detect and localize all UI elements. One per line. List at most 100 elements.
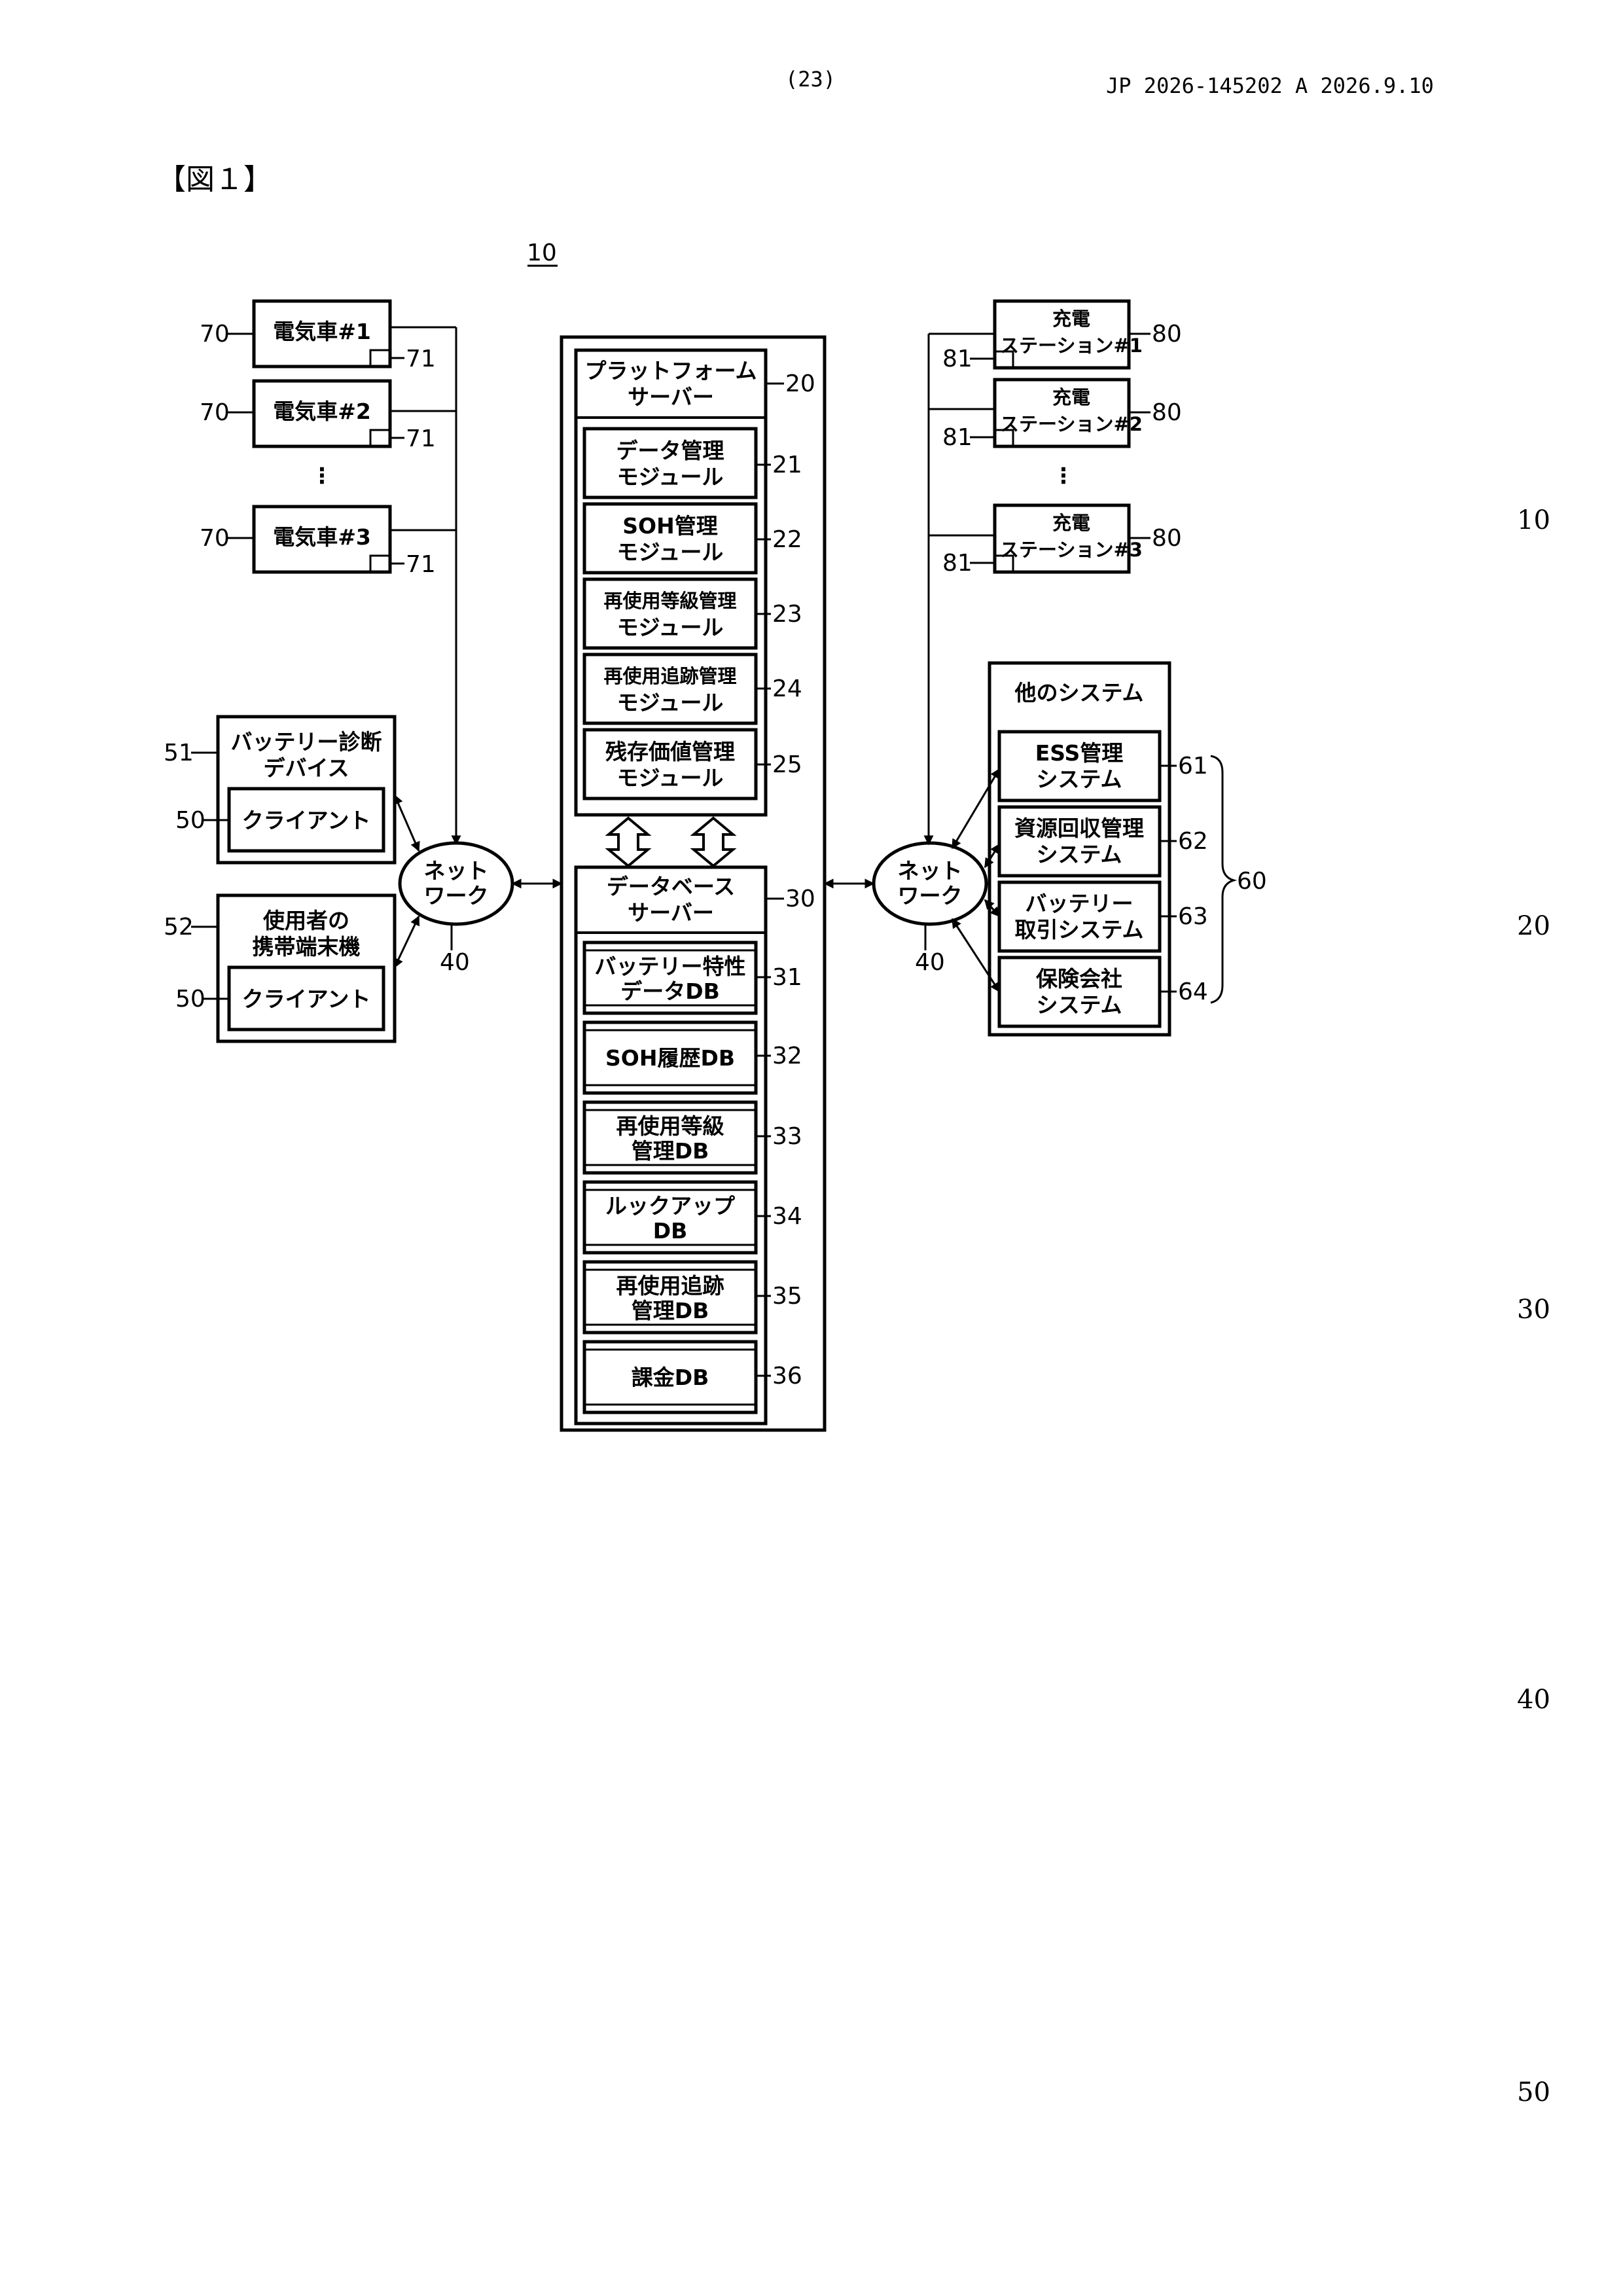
system-label: ESS管理 (1035, 740, 1124, 766)
db-ref: 36 (772, 1363, 802, 1390)
client-ref: 50 (175, 986, 205, 1013)
station-label: ステーション#1 (1000, 334, 1143, 357)
terminal-label: 使用者の (263, 908, 349, 933)
group-brace (1211, 756, 1234, 1003)
db-34: ルックアップ DB 34 (584, 1182, 802, 1253)
ev-ellipsis: ⋮ (312, 463, 333, 488)
system-ref: 10 (527, 240, 557, 266)
network-label: ネット (424, 858, 489, 884)
platform-server-label: サーバー (628, 384, 714, 410)
module-ref: 21 (772, 452, 802, 478)
db-32: SOH履歴DB 32 (584, 1022, 802, 1093)
ev-label: 電気車#1 (273, 319, 371, 344)
system-61: ESS管理 システム 61 (999, 732, 1208, 800)
module-label: 残存価値管理 (605, 739, 735, 764)
ev-sub-ref: 71 (406, 346, 436, 372)
system-ref: 61 (1178, 753, 1208, 780)
db-label: データDB (620, 978, 720, 1004)
station-sub-ref: 81 (942, 346, 972, 372)
db-ref: 33 (772, 1123, 802, 1150)
db-ref: 34 (772, 1203, 802, 1230)
station-label: 充電 (1052, 386, 1090, 408)
ev-ref: 70 (200, 321, 230, 348)
db-label: DB (653, 1218, 688, 1244)
system-label: システム (1036, 766, 1122, 792)
ev-ref: 70 (200, 525, 230, 552)
terminal-ref: 52 (164, 914, 194, 941)
system-ref: 63 (1178, 903, 1208, 930)
system-label: バッテリー (1026, 891, 1133, 916)
module-24: 再使用追跡管理 モジュール 24 (584, 655, 802, 723)
network-ref: 40 (440, 949, 470, 976)
module-label: モジュール (617, 464, 724, 490)
station-label: ステーション#3 (1000, 539, 1143, 561)
db-label: 管理DB (632, 1298, 709, 1323)
network-label: ワーク (424, 883, 489, 908)
station-ellipsis: ⋮ (1053, 463, 1075, 488)
charging-station-1: 充電 ステーション#1 80 81 (942, 301, 1182, 372)
module-label: モジュール (617, 690, 724, 715)
module-label: モジュール (617, 765, 724, 791)
other-systems-title: 他のシステム (1014, 680, 1143, 706)
db-ref: 35 (772, 1283, 802, 1310)
station-label: ステーション#2 (1000, 413, 1143, 435)
db-label: 課金DB (632, 1365, 709, 1390)
ev-1: 電気車#1 70 71 (200, 301, 436, 372)
system-label: 保険会社 (1036, 966, 1122, 992)
network-label: ネット (898, 858, 963, 884)
client-label: クライアント (242, 808, 371, 833)
db-label: 管理DB (632, 1138, 709, 1164)
module-label: モジュール (617, 615, 724, 640)
db-label: バッテリー特性 (595, 954, 746, 979)
system-62: 資源回収管理 システム 62 (999, 807, 1208, 876)
module-label: SOH管理 (622, 513, 717, 539)
module-21: データ管理 モジュール 21 (584, 429, 802, 497)
db-label: 再使用等級 (616, 1113, 724, 1139)
system-64: 保険会社 システム 64 (999, 958, 1208, 1026)
client-ref: 50 (175, 807, 205, 834)
other-systems-group-ref: 60 (1237, 868, 1267, 895)
module-25: 残存価値管理 モジュール 25 (584, 730, 802, 798)
station-label: 充電 (1052, 512, 1090, 534)
module-ref: 25 (772, 751, 802, 778)
module-ref: 23 (772, 601, 802, 628)
module-label: モジュール (617, 539, 724, 565)
network-left: ネット ワーク 40 (400, 843, 512, 976)
system-label: 取引システム (1014, 917, 1143, 942)
db-ref: 31 (772, 964, 802, 991)
server-link-arrows (609, 818, 733, 866)
ev-sub-ref: 71 (406, 551, 436, 578)
system-ref: 64 (1178, 978, 1208, 1005)
db-31: バッテリー特性 データDB 31 (584, 942, 802, 1013)
db-label: SOH履歴DB (605, 1045, 735, 1071)
device-label: バッテリー診断 (231, 729, 382, 755)
station-ref: 80 (1152, 525, 1182, 552)
network-right: ネット ワーク 40 (874, 843, 986, 976)
db-35: 再使用追跡 管理DB 35 (584, 1262, 802, 1333)
device-ref: 51 (164, 740, 194, 766)
system-63: バッテリー 取引システム 63 (999, 882, 1208, 951)
ev-ref: 70 (200, 399, 230, 426)
ev-label: 電気車#3 (273, 524, 371, 550)
user-mobile-terminal: 使用者の 携帯端末機 クライアント 52 50 (164, 895, 395, 1041)
module-label: 再使用等級管理 (603, 590, 736, 612)
ev-sub-ref: 71 (406, 425, 436, 452)
module-23: 再使用等級管理 モジュール 23 (584, 579, 802, 648)
module-ref: 22 (772, 526, 802, 553)
station-label: 充電 (1052, 308, 1090, 330)
db-33: 再使用等級 管理DB 33 (584, 1102, 802, 1173)
client-label: クライアント (242, 986, 371, 1012)
ev-2: 電気車#2 70 71 (200, 381, 436, 452)
module-label: 再使用追跡管理 (603, 665, 736, 687)
database-server-label: サーバー (628, 900, 714, 925)
ev-3: 電気車#3 70 71 (200, 507, 436, 578)
station-ref: 80 (1152, 321, 1182, 348)
db-label: ルックアップ (605, 1193, 736, 1219)
charging-station-3: 充電 ステーション#3 80 81 (942, 505, 1182, 577)
system-label: 資源回収管理 (1014, 816, 1144, 841)
module-ref: 24 (772, 675, 802, 702)
module-label: データ管理 (616, 438, 724, 463)
station-sub-ref: 81 (942, 550, 972, 577)
db-label: 再使用追跡 (616, 1273, 724, 1299)
